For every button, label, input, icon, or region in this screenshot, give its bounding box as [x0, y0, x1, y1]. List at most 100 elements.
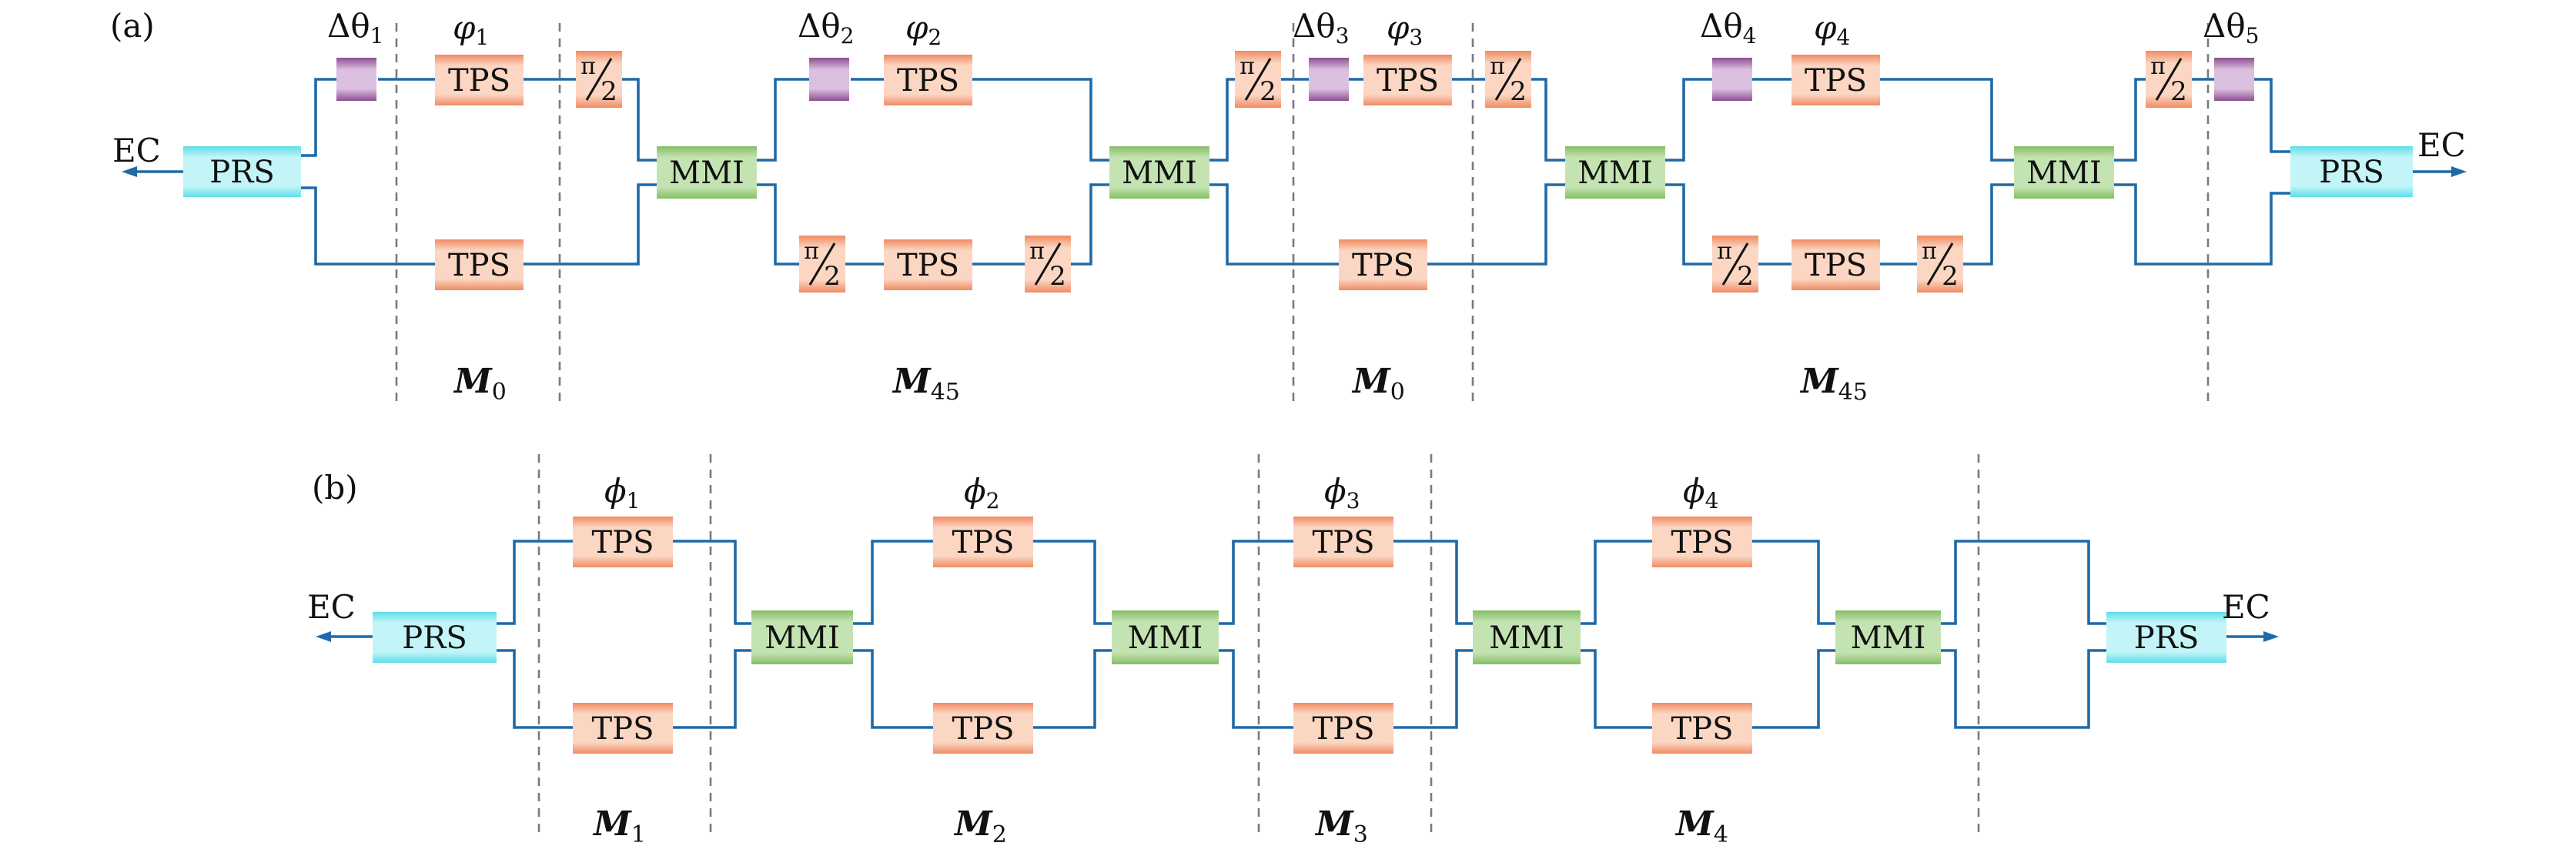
tps-b-8-label: TPS: [1671, 711, 1734, 747]
half-pi-rotator-4-den: 2: [1260, 76, 1276, 107]
waveguides-a: [122, 78, 2467, 266]
tps-a-6: TPS: [1339, 239, 1427, 290]
mmi-b-1: MMI: [751, 610, 853, 664]
section-label-b-3: M3: [1314, 804, 1368, 848]
section-label-a-4: M45: [1799, 362, 1868, 406]
half-pi-rotator-7-slash: [1926, 242, 1954, 286]
section-separators-a: [395, 23, 2210, 406]
tps-b-5-label: TPS: [1313, 525, 1375, 560]
components-panel-a: PRS PRS TPS TPS TPS TPS TPS TPS TPS TPS MMI MMI MMI M…: [183, 51, 2413, 293]
half-pi-rotator-5-den: 2: [1510, 76, 1527, 107]
tps-a-6-label: TPS: [1352, 248, 1414, 283]
tps-b-3-label: TPS: [952, 525, 1015, 560]
tps-b-1: TPS: [573, 517, 673, 567]
tps-b-2: TPS: [573, 703, 673, 754]
half-pi-rotator-3-slash: [1034, 242, 1062, 286]
mmi-b-2: MMI: [1112, 610, 1219, 664]
prs-right-a: PRS: [2290, 146, 2413, 197]
delta-phase-shifter-1: [336, 58, 376, 101]
mmi-a-1-label: MMI: [669, 155, 744, 191]
half-pi-rotator-1-den: 2: [601, 76, 617, 107]
tps-a-7-label: TPS: [1805, 63, 1867, 99]
section-label-b-1: M1: [592, 804, 646, 848]
tps-b-5: TPS: [1293, 517, 1393, 567]
half-pi-rotator-1-num: π: [580, 53, 596, 80]
section-label-a-3: M0: [1351, 362, 1405, 406]
delta-phase-shifter-3: [1309, 58, 1349, 101]
half-pi-rotator-5: π2: [1485, 51, 1531, 108]
mmi-a-4-label: MMI: [2026, 155, 2102, 191]
half-pi-rotator-7-den: 2: [1942, 261, 1959, 292]
tps-b-7-label: TPS: [1671, 525, 1734, 560]
phase-label-b-4: ϕ4: [1683, 472, 1718, 513]
tps-b-2-label: TPS: [592, 711, 654, 747]
mmi-b-4-label: MMI: [1851, 620, 1926, 656]
tps-a-5-label: TPS: [1377, 63, 1439, 99]
prs-left-b: PRS: [373, 612, 497, 663]
components-panel-b: PRS PRS TPS TPS TPS TPS TPS TPS TPS TPS MMI MMI MMI M…: [373, 517, 2226, 754]
half-pi-rotator-8-num: π: [2150, 53, 2166, 80]
half-pi-rotator-1: π2: [576, 51, 622, 108]
phase-label-b-3: ϕ3: [1324, 472, 1360, 513]
half-pi-rotator-4: π2: [1235, 51, 1281, 108]
tps-a-1: TPS: [435, 55, 524, 105]
tps-b-4: TPS: [933, 703, 1033, 754]
tps-a-3-label: TPS: [897, 63, 959, 99]
half-pi-rotator-3: π2: [1025, 236, 1071, 293]
prs-left-a: PRS: [183, 146, 301, 197]
half-pi-rotator-3-den: 2: [1049, 261, 1066, 292]
half-pi-rotator-4-num: π: [1239, 53, 1255, 80]
phase-label-a-2: φ2: [905, 8, 942, 50]
mmi-a-4: MMI: [2014, 146, 2114, 199]
half-pi-rotator-4-slash: [1244, 58, 1272, 101]
mmi-b-4: MMI: [1835, 610, 1941, 664]
half-pi-rotator-8-slash: [2155, 58, 2183, 101]
mmi-b-3-label: MMI: [1489, 620, 1564, 656]
waveguides-b: [316, 540, 2279, 729]
mmi-a-2: MMI: [1109, 146, 1209, 199]
half-pi-rotator-6-den: 2: [1737, 261, 1754, 292]
tps-a-3: TPS: [884, 55, 972, 105]
phase-label-a-1: φ1: [453, 8, 489, 50]
tps-b-7: TPS: [1652, 517, 1752, 567]
prs-right-a-label: PRS: [2319, 155, 2384, 190]
phase-label-b-2: ϕ2: [964, 472, 999, 513]
prs-right-b-label: PRS: [2134, 620, 2199, 656]
tps-a-5: TPS: [1363, 55, 1452, 105]
tps-b-6: TPS: [1293, 703, 1393, 754]
prs-right-b: PRS: [2106, 612, 2226, 663]
delta-theta-label-2: Δθ2: [798, 7, 854, 48]
section-label-b-4: M4: [1674, 804, 1728, 848]
half-pi-rotator-2-den: 2: [824, 261, 841, 292]
phase-label-a-3: φ3: [1387, 8, 1423, 50]
section-label-a-1: M0: [453, 362, 507, 406]
panel-b-tag: (b): [312, 469, 358, 507]
delta-theta-label-5: Δθ5: [2203, 7, 2259, 48]
mmi-b-2-label: MMI: [1128, 620, 1203, 656]
delta-theta-label-1: Δθ1: [327, 7, 383, 48]
half-pi-rotator-8: π2: [2146, 51, 2192, 108]
prs-left-b-label: PRS: [402, 620, 467, 656]
tps-b-3: TPS: [933, 517, 1033, 567]
tps-a-1-label: TPS: [448, 63, 510, 99]
ec-right-label-a: EC: [2417, 126, 2466, 164]
tps-a-4-label: TPS: [897, 248, 959, 283]
section-label-b-2: M2: [953, 804, 1007, 848]
phase-label-b-1: ϕ1: [604, 472, 640, 513]
tps-b-4-label: TPS: [952, 711, 1015, 747]
tps-a-2-label: TPS: [448, 248, 510, 283]
half-pi-rotator-6-slash: [1721, 242, 1749, 286]
half-pi-rotator-6: π2: [1712, 236, 1758, 293]
tps-a-7: TPS: [1791, 55, 1880, 105]
half-pi-rotator-2-num: π: [804, 238, 819, 265]
half-pi-rotator-3-num: π: [1029, 238, 1045, 265]
ec-right-label-b: EC: [2222, 588, 2270, 626]
panel-a-tag: (a): [110, 7, 155, 45]
half-pi-rotator-6-num: π: [1717, 238, 1732, 265]
mmi-a-3-label: MMI: [1577, 155, 1653, 191]
tps-a-2: TPS: [435, 239, 524, 290]
tps-a-4: TPS: [884, 239, 972, 290]
half-pi-rotator-7: π2: [1917, 236, 1963, 293]
tps-a-8-label: TPS: [1805, 248, 1867, 283]
